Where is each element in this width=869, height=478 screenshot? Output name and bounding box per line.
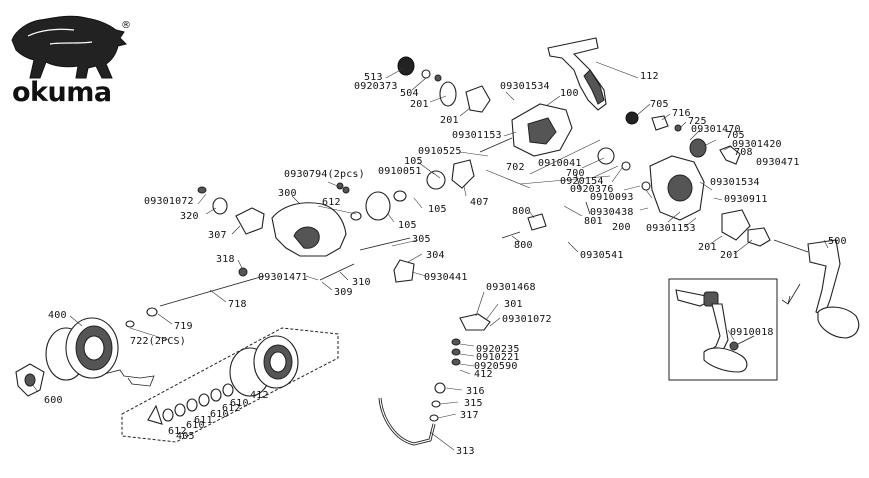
part-label: 612 <box>222 403 241 414</box>
part-label: 716 <box>672 108 691 119</box>
part-label: 201 <box>720 250 739 261</box>
part-label: 412 <box>474 369 493 380</box>
part-label: 705 <box>650 99 669 110</box>
part-label: 0930471 <box>756 157 800 168</box>
part-label: 0910051 <box>378 166 422 177</box>
part-label: 09301468 <box>486 282 536 293</box>
part-label: 0920590 <box>474 361 518 372</box>
registered-mark: ® <box>121 20 131 31</box>
part-label: 612 <box>322 197 341 208</box>
part-label: 307 <box>208 230 227 241</box>
part-label: 719 <box>174 321 193 332</box>
part-label: 400 <box>48 310 67 321</box>
part-label: 722(2PCS) <box>130 336 186 347</box>
part-label: 316 <box>466 386 485 397</box>
part-label: 09301072 <box>502 314 552 325</box>
part-label: 610 <box>230 398 249 409</box>
part-label: 105 <box>404 156 423 167</box>
part-label: 301 <box>504 299 523 310</box>
leader-lines <box>31 61 829 451</box>
part-label: 100 <box>560 88 579 99</box>
part-label: 702 <box>506 162 525 173</box>
part-label: 300 <box>278 188 297 199</box>
part-label: 09301470 <box>691 124 741 135</box>
part-number-labels: 513 0920373 504 201 201 09301534 100 112… <box>44 71 847 457</box>
part-label: 725 <box>688 116 707 127</box>
part-label: 201 <box>698 242 717 253</box>
part-label: 09301153 <box>646 223 696 234</box>
part-label: 405 <box>176 431 195 442</box>
part-label: 105 <box>398 220 417 231</box>
part-label: 610 <box>186 420 205 431</box>
part-label: 0910018 <box>730 327 774 338</box>
part-label: 0920376 <box>570 184 614 195</box>
part-label: 0930438 <box>590 207 634 218</box>
direction-arrows <box>781 283 801 305</box>
part-label: 200 <box>612 222 631 233</box>
part-label: 318 <box>216 254 235 265</box>
body-assembly <box>397 37 860 339</box>
part-label: 0910525 <box>418 146 462 157</box>
handle-inset <box>668 278 778 381</box>
part-label: 0920235 <box>476 344 520 355</box>
part-label: 513 <box>364 72 383 83</box>
part-label: 09301534 <box>710 177 760 188</box>
spool-assembly <box>15 267 265 397</box>
part-label: 304 <box>426 250 445 261</box>
rotor-assembly <box>197 159 475 283</box>
spool-parts-inset <box>103 327 339 443</box>
part-label: 201 <box>440 115 459 126</box>
part-label: 801 <box>584 216 603 227</box>
part-label: 09301072 <box>144 196 194 207</box>
brand-name: okuma <box>12 77 112 108</box>
part-label: 315 <box>464 398 483 409</box>
part-label: 700 <box>566 168 585 179</box>
part-label: 0920154 <box>560 176 604 187</box>
part-label: 09301153 <box>452 130 502 141</box>
part-label: 0930441 <box>424 272 468 283</box>
part-label: 320 <box>180 211 199 222</box>
part-label: 612 <box>168 426 187 437</box>
part-label: 504 <box>400 88 419 99</box>
part-label: 610 <box>210 409 229 420</box>
part-label: 09301534 <box>500 81 550 92</box>
part-label: 112 <box>640 71 659 82</box>
polar-bear-logo <box>11 15 127 79</box>
part-label: 407 <box>470 197 489 208</box>
part-label: 0910221 <box>476 352 520 363</box>
part-label: 105 <box>428 204 447 215</box>
part-label: 313 <box>456 446 475 457</box>
part-label: 310 <box>352 277 371 288</box>
part-label: 412 <box>250 390 269 401</box>
part-label: 305 <box>412 234 431 245</box>
part-label: 800 <box>514 240 533 251</box>
brand-logo: okuma ® <box>11 15 131 108</box>
part-label: 09301471 <box>258 272 308 283</box>
part-label: 0910041 <box>538 158 582 169</box>
part-label: 0910093 <box>590 192 634 203</box>
part-label: 317 <box>460 410 479 421</box>
part-label: 0930541 <box>580 250 624 261</box>
part-label: 600 <box>44 395 63 406</box>
part-label: 705 <box>726 130 745 141</box>
part-label: 0920373 <box>354 81 398 92</box>
part-label: 800 <box>512 206 531 217</box>
part-label: 708 <box>734 147 753 158</box>
part-label: 500 <box>828 236 847 247</box>
part-label: 09301420 <box>732 139 782 150</box>
part-label: 0930911 <box>724 194 768 205</box>
part-label: 201 <box>410 99 429 110</box>
part-label: 611 <box>194 415 213 426</box>
part-label: 309 <box>334 287 353 298</box>
part-label: 718 <box>228 299 247 310</box>
part-label: 0930794(2pcs) <box>284 169 365 180</box>
